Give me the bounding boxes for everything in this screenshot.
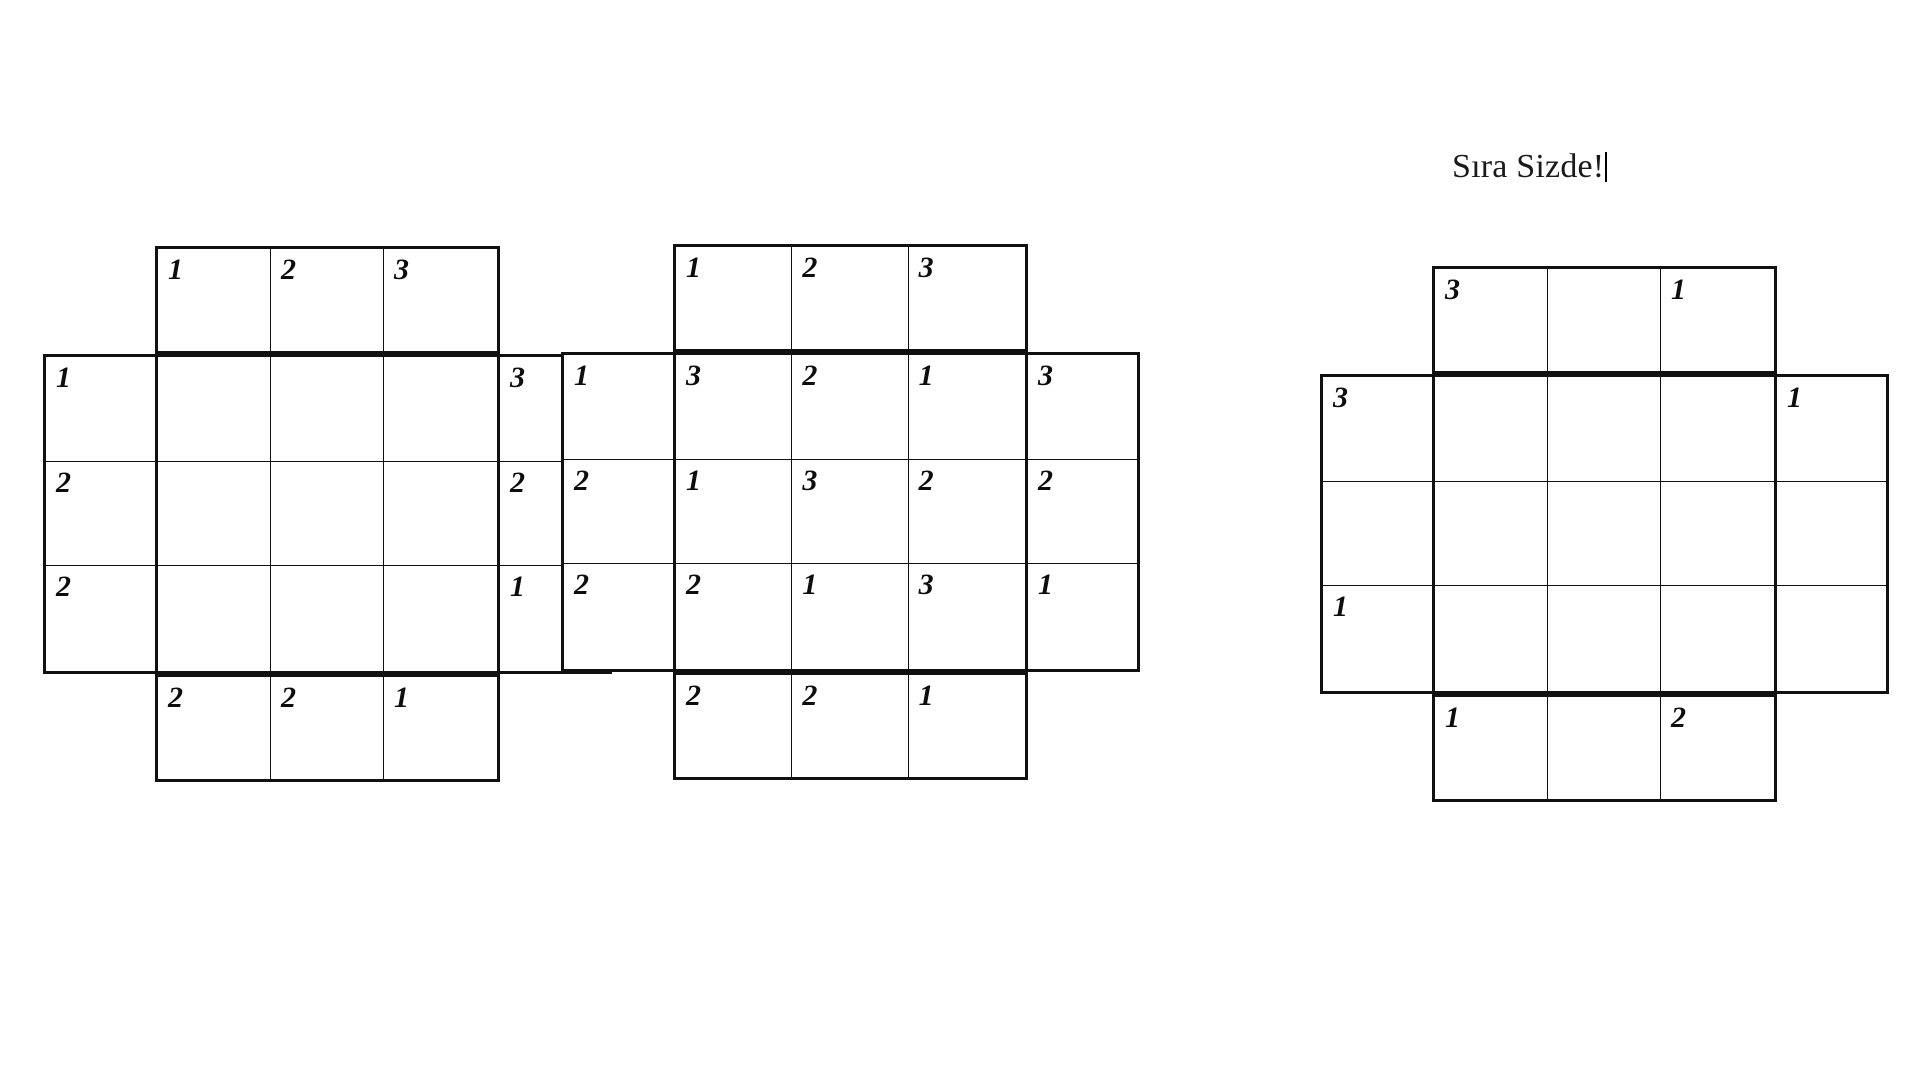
- grid-cell-r3c1-[interactable]: [158, 566, 271, 671]
- grid-cell-r1c2-[interactable]: 2: [792, 355, 909, 460]
- grid-cell-r1c1-[interactable]: [158, 357, 271, 462]
- clue-top-2: [1548, 269, 1661, 371]
- clue-left-2: 2: [564, 459, 673, 565]
- grid-cell-r3c3-[interactable]: [384, 566, 497, 671]
- grid-cell-r1c1-[interactable]: [1435, 377, 1548, 482]
- puzzle-board[interactable]: [1432, 374, 1777, 694]
- clue-left-2: [1323, 481, 1432, 587]
- page-title-text: Sıra Sizde!: [1452, 148, 1605, 185]
- clue-bottom-1: 2: [676, 675, 793, 777]
- clue-left-3: 2: [46, 566, 155, 671]
- clue-bottom-3: 1: [384, 677, 497, 779]
- clue-bottom-3: 2: [1661, 697, 1774, 799]
- clue-left-2: 2: [46, 461, 155, 567]
- clue-top-3: 3: [384, 249, 497, 351]
- grid-cell-r2c2-[interactable]: [271, 461, 384, 567]
- clue-right-2: 2: [1028, 459, 1137, 565]
- clue-bottom-2: 2: [792, 675, 909, 777]
- grid-cell-r2c3-[interactable]: [384, 461, 497, 567]
- text-cursor: [1605, 152, 1608, 182]
- grid-cell-r1c3-[interactable]: [1661, 377, 1774, 482]
- clue-top-1: 1: [158, 249, 271, 351]
- grid-cell-r2c3-[interactable]: 2: [908, 459, 1025, 565]
- grid-cell-r3c2-[interactable]: 1: [792, 564, 909, 669]
- clue-strip-right: 1: [1777, 374, 1889, 694]
- grid-cell-r2c3-[interactable]: [1661, 481, 1774, 587]
- clue-left-1: 1: [564, 355, 673, 460]
- clue-left-1: 3: [1323, 377, 1432, 482]
- clue-top-2: 2: [792, 247, 909, 349]
- clue-top-3: 3: [908, 247, 1025, 349]
- grid-cell-r1c2-[interactable]: [271, 357, 384, 462]
- grid-cell-r1c2-[interactable]: [1548, 377, 1661, 482]
- grid-cell-r3c2-[interactable]: [1548, 586, 1661, 691]
- grid-cell-r3c2-[interactable]: [271, 566, 384, 671]
- grid-cell-r2c1-[interactable]: 1: [676, 459, 793, 565]
- clue-top-3: 1: [1661, 269, 1774, 371]
- grid-cell-r3c3-[interactable]: [1661, 586, 1774, 691]
- clue-left-3: 1: [1323, 586, 1432, 691]
- clue-bottom-2: [1548, 697, 1661, 799]
- clue-right-2: [1777, 481, 1886, 587]
- clue-top-1: 3: [1435, 269, 1548, 371]
- grid-cell-r2c1-[interactable]: [1435, 481, 1548, 587]
- clue-bottom-3: 1: [908, 675, 1025, 777]
- clue-top-1: 1: [676, 247, 793, 349]
- grid-cell-r1c3-[interactable]: 1: [908, 355, 1025, 460]
- clue-bottom-2: 2: [271, 677, 384, 779]
- clue-left-3: 2: [564, 564, 673, 669]
- clue-right-1: 3: [1028, 355, 1137, 460]
- grid-cell-r3c3-[interactable]: 3: [908, 564, 1025, 669]
- grid-cell-r3c1-[interactable]: [1435, 586, 1548, 691]
- clue-right-3: [1777, 586, 1886, 691]
- clue-left-1: 1: [46, 357, 155, 462]
- grid-cell-r2c1-[interactable]: [158, 461, 271, 567]
- clue-right-3: 1: [1028, 564, 1137, 669]
- grid-cell-r3c1-[interactable]: 2: [676, 564, 793, 669]
- clue-bottom-1: 1: [1435, 697, 1548, 799]
- puzzle-board[interactable]: [155, 354, 500, 674]
- grid-cell-r2c2-[interactable]: 3: [792, 459, 909, 565]
- clue-right-1: 1: [1777, 377, 1886, 482]
- grid-cell-r2c2-[interactable]: [1548, 481, 1661, 587]
- page-title: Sıra Sizde!: [1452, 148, 1608, 186]
- grid-cell-r1c1-[interactable]: 3: [676, 355, 793, 460]
- clue-bottom-1: 2: [158, 677, 271, 779]
- clue-top-2: 2: [271, 249, 384, 351]
- grid-cell-r1c3-[interactable]: [384, 357, 497, 462]
